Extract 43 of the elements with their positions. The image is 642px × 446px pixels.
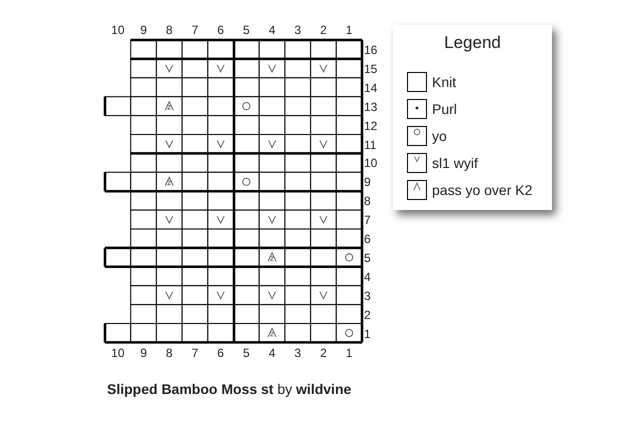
column-number: 1: [344, 23, 354, 37]
legend-label: yo: [432, 127, 447, 145]
row-number: 6: [364, 232, 371, 246]
row-number: 4: [364, 270, 371, 284]
row-number: 1: [364, 326, 371, 340]
legend-label: Purl: [432, 100, 457, 118]
chart-title: Slipped Bamboo Moss st by wildvine: [107, 381, 352, 397]
row-number: 2: [364, 308, 371, 322]
row-number: 12: [364, 118, 378, 133]
column-number: 5: [242, 346, 251, 360]
row-number: 16: [364, 43, 378, 57]
column-number: 3: [293, 346, 302, 360]
row-number: 7: [364, 213, 371, 228]
column-number: 4: [268, 346, 276, 360]
column-number: 10: [110, 23, 126, 37]
row-number: 15: [364, 62, 378, 76]
legend-heading: Legend: [443, 33, 502, 53]
legend-label: Knit: [432, 73, 456, 91]
column-number: 4: [268, 23, 276, 37]
column-number: 6: [216, 23, 225, 37]
column-number: 8: [164, 23, 174, 37]
column-number: 2: [319, 23, 328, 37]
row-number: 14: [364, 80, 378, 95]
row-number: 10: [364, 156, 378, 170]
column-number: 5: [242, 23, 251, 37]
row-number: 8: [364, 194, 371, 208]
legend-label: pass yo over K2: [432, 181, 532, 199]
column-number: 10: [110, 346, 126, 360]
column-number: 8: [164, 346, 174, 360]
column-number: 9: [139, 23, 148, 37]
column-number: 9: [139, 346, 148, 360]
row-number: 9: [364, 175, 371, 190]
column-number: 2: [319, 346, 328, 360]
column-number: 7: [190, 23, 200, 37]
row-number: 3: [364, 288, 371, 303]
row-number: 11: [364, 138, 376, 152]
row-number: 5: [364, 250, 371, 265]
row-number: 13: [364, 100, 378, 114]
column-number: 3: [293, 23, 302, 37]
legend-label: sl1 wyif: [432, 154, 478, 172]
column-number: 6: [216, 346, 225, 360]
column-number: 1: [344, 346, 354, 360]
column-number: 7: [190, 346, 200, 360]
